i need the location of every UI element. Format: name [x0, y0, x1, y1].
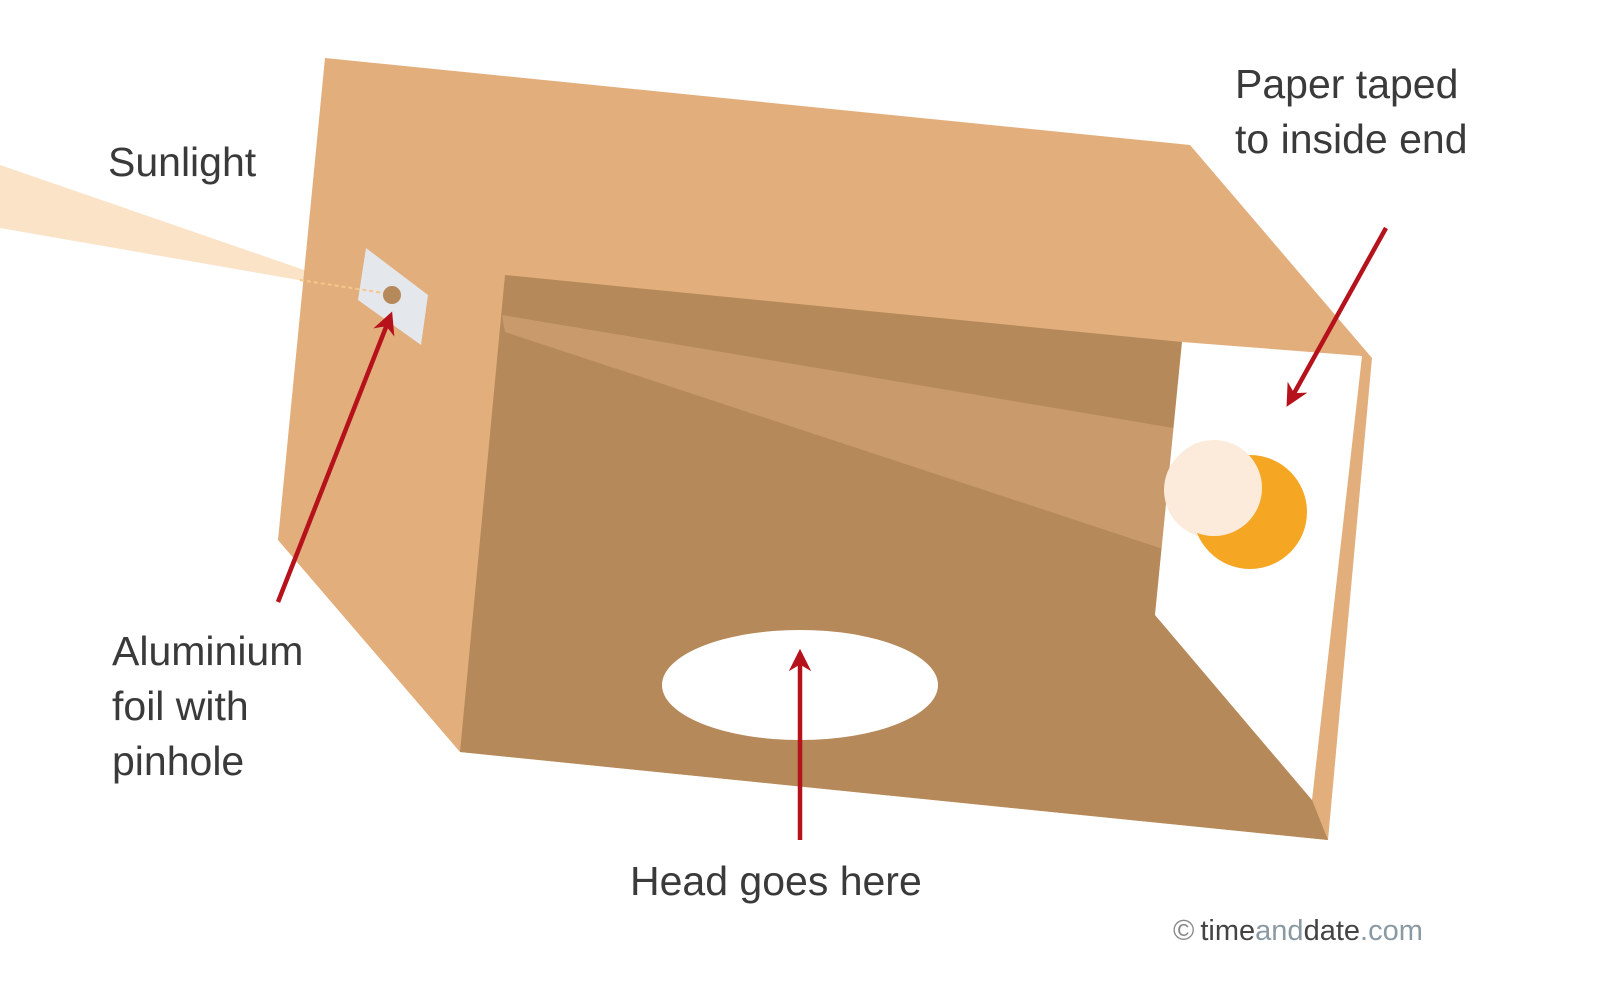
- pinhole: [383, 286, 401, 304]
- sunlight-beam: [0, 165, 310, 282]
- foil-label-line1: Aluminium: [112, 628, 303, 674]
- pinhole-ray: [299, 279, 391, 295]
- crescent-mask: [1166, 440, 1262, 536]
- head-label: Head goes here: [630, 858, 922, 904]
- sunlight-label: Sunlight: [108, 139, 257, 185]
- logo-part2: and: [1255, 915, 1303, 947]
- paper-label-line2: to inside end: [1235, 116, 1468, 162]
- foil-arrow: [275, 311, 395, 603]
- timeanddate-logo: ©timeanddate.com: [1173, 915, 1423, 947]
- paper-arrow: [1286, 226, 1388, 407]
- foil-label-line2: foil with: [112, 683, 249, 729]
- logo-part1: time: [1200, 915, 1255, 947]
- inner-light-beam: [502, 315, 1245, 548]
- logo-part3: date: [1304, 915, 1360, 947]
- paper-label-line1: Paper taped: [1235, 61, 1458, 107]
- foil-label-line3: pinhole: [112, 738, 244, 784]
- logo-part4: .com: [1360, 915, 1423, 947]
- logo-copyright: ©: [1173, 915, 1194, 947]
